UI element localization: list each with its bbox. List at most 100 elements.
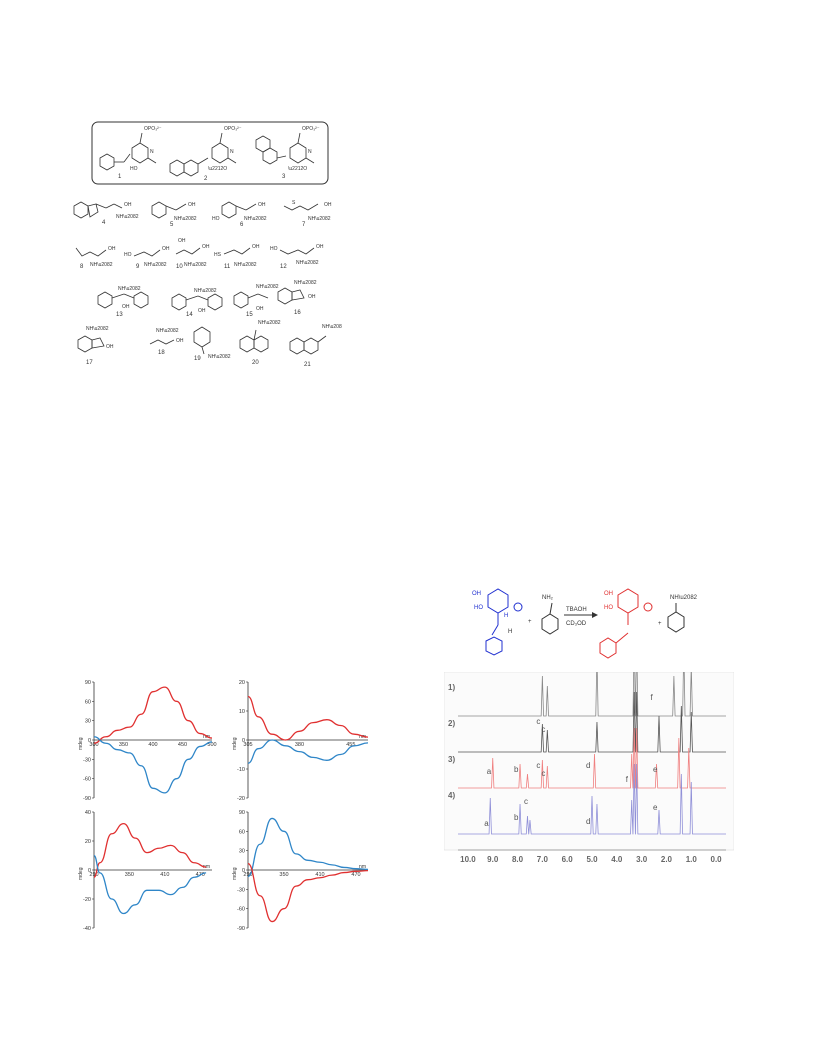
x-tick-label: 450 bbox=[178, 742, 187, 748]
y-tick-label: 40 bbox=[85, 810, 91, 816]
nmr-tick-label: 5.0 bbox=[586, 855, 598, 864]
x-tick-label: 350 bbox=[125, 872, 134, 878]
y-axis-label: mdeg bbox=[232, 867, 238, 880]
svg-text:9: 9 bbox=[136, 264, 140, 270]
y-tick-label: -90 bbox=[83, 796, 91, 802]
y-tick-label: -20 bbox=[237, 796, 245, 802]
nmr-tick-label: 6.0 bbox=[562, 855, 574, 864]
y-axis-label: mdeg bbox=[78, 867, 84, 880]
svg-text:NH\u2082: NH\u2082 bbox=[184, 262, 207, 268]
red-imine: OH HO bbox=[599, 588, 653, 659]
svg-text:OPO₃²⁻: OPO₃²⁻ bbox=[302, 126, 320, 132]
nmr-trace-label: 2) bbox=[448, 719, 455, 728]
x-axis-label: nm bbox=[359, 734, 366, 740]
x-tick-label: 410 bbox=[315, 872, 324, 878]
peak-label: f bbox=[626, 775, 629, 784]
x-tick-label: 350 bbox=[119, 742, 128, 748]
svg-text:TBAOH: TBAOH bbox=[566, 607, 587, 613]
svg-text:N: N bbox=[308, 149, 312, 155]
nmr-tick-label: 9.0 bbox=[487, 855, 499, 864]
svg-text:OH: OH bbox=[178, 238, 186, 244]
x-tick-label: 470 bbox=[351, 872, 360, 878]
compound-2: OPO₃²⁻ \u2212O N 2 bbox=[169, 126, 242, 182]
y-axis-label: mdeg bbox=[78, 737, 84, 750]
svg-text:10: 10 bbox=[176, 264, 183, 270]
svg-text:CD₃OD: CD₃OD bbox=[566, 621, 587, 627]
svg-text:NH\u2082: NH\u2082 bbox=[208, 354, 231, 360]
svg-text:N: N bbox=[150, 149, 154, 155]
peak-label: f bbox=[651, 693, 654, 702]
structures-svg: OPO₃²⁻ HO N 1 OPO₃²⁻ \u2212O N 2 OPO₃² bbox=[73, 121, 345, 368]
x-axis-label: nm bbox=[203, 734, 210, 740]
svg-text:OPO₃²⁻: OPO₃²⁻ bbox=[144, 126, 162, 132]
svg-text:14: 14 bbox=[186, 312, 193, 318]
svg-text:NH\u2082: NH\u2082 bbox=[156, 328, 179, 334]
peak-label: d bbox=[586, 817, 590, 826]
peak-label: c bbox=[541, 725, 545, 734]
y-tick-label: 60 bbox=[85, 699, 91, 705]
x-tick-label: 290 bbox=[243, 872, 252, 878]
svg-text:OH: OH bbox=[188, 202, 196, 208]
compound-1: OPO₃²⁻ HO N 1 bbox=[99, 126, 162, 180]
aniline: NH\u2082 bbox=[667, 595, 698, 633]
peak-label: a bbox=[484, 819, 489, 828]
svg-text:NH\u2082: NH\u2082 bbox=[86, 326, 109, 332]
svg-text:NH\u2082: NH\u2082 bbox=[670, 595, 698, 601]
x-tick-label: 455 bbox=[346, 742, 355, 748]
peak-label: e bbox=[653, 803, 658, 812]
svg-text:NH\u2082: NH\u2082 bbox=[90, 262, 113, 268]
svg-text:OH: OH bbox=[308, 294, 316, 300]
svg-text:21: 21 bbox=[304, 362, 311, 368]
y-tick-label: 0 bbox=[242, 738, 245, 744]
boxed-aldehydes-frame bbox=[91, 121, 329, 185]
svg-text:H: H bbox=[504, 613, 508, 619]
y-tick-label: 10 bbox=[239, 709, 245, 715]
nmr-trace-label: 4) bbox=[448, 791, 455, 800]
svg-text:OH: OH bbox=[604, 591, 613, 597]
y-tick-label: -40 bbox=[83, 926, 91, 932]
svg-text:OH: OH bbox=[258, 202, 266, 208]
x-axis-label: nm bbox=[359, 864, 366, 870]
svg-text:OPO₃²⁻: OPO₃²⁻ bbox=[224, 126, 242, 132]
y-tick-label: 90 bbox=[85, 680, 91, 686]
svg-text:H: H bbox=[508, 629, 512, 635]
svg-text:1: 1 bbox=[118, 174, 122, 180]
y-tick-label: 20 bbox=[85, 839, 91, 845]
svg-text:HO: HO bbox=[130, 166, 138, 172]
svg-text:NH\u2082: NH\u2082 bbox=[118, 286, 141, 292]
nmr-tick-label: 3.0 bbox=[636, 855, 648, 864]
svg-text:HO: HO bbox=[604, 605, 613, 611]
compound-21: NH\u2082 21 bbox=[289, 324, 345, 368]
nmr-tick-label: 2.0 bbox=[661, 855, 673, 864]
x-tick-label: 410 bbox=[160, 872, 169, 878]
svg-text:NH₂: NH₂ bbox=[542, 595, 554, 601]
svg-text:NH\u2082: NH\u2082 bbox=[174, 216, 197, 222]
y-tick-label: -30 bbox=[237, 887, 245, 893]
y-tick-label: 0 bbox=[88, 738, 91, 744]
series-line-1 bbox=[247, 739, 369, 764]
svg-text:NH\u2082: NH\u2082 bbox=[322, 324, 342, 330]
svg-text:NH\u2082: NH\u2082 bbox=[244, 216, 267, 222]
svg-text:4: 4 bbox=[102, 220, 106, 226]
svg-text:13: 13 bbox=[116, 312, 123, 318]
svg-text:+: + bbox=[528, 619, 532, 625]
svg-text:20: 20 bbox=[252, 360, 259, 366]
svg-text:HO: HO bbox=[124, 252, 132, 258]
svg-text:+: + bbox=[658, 621, 662, 627]
